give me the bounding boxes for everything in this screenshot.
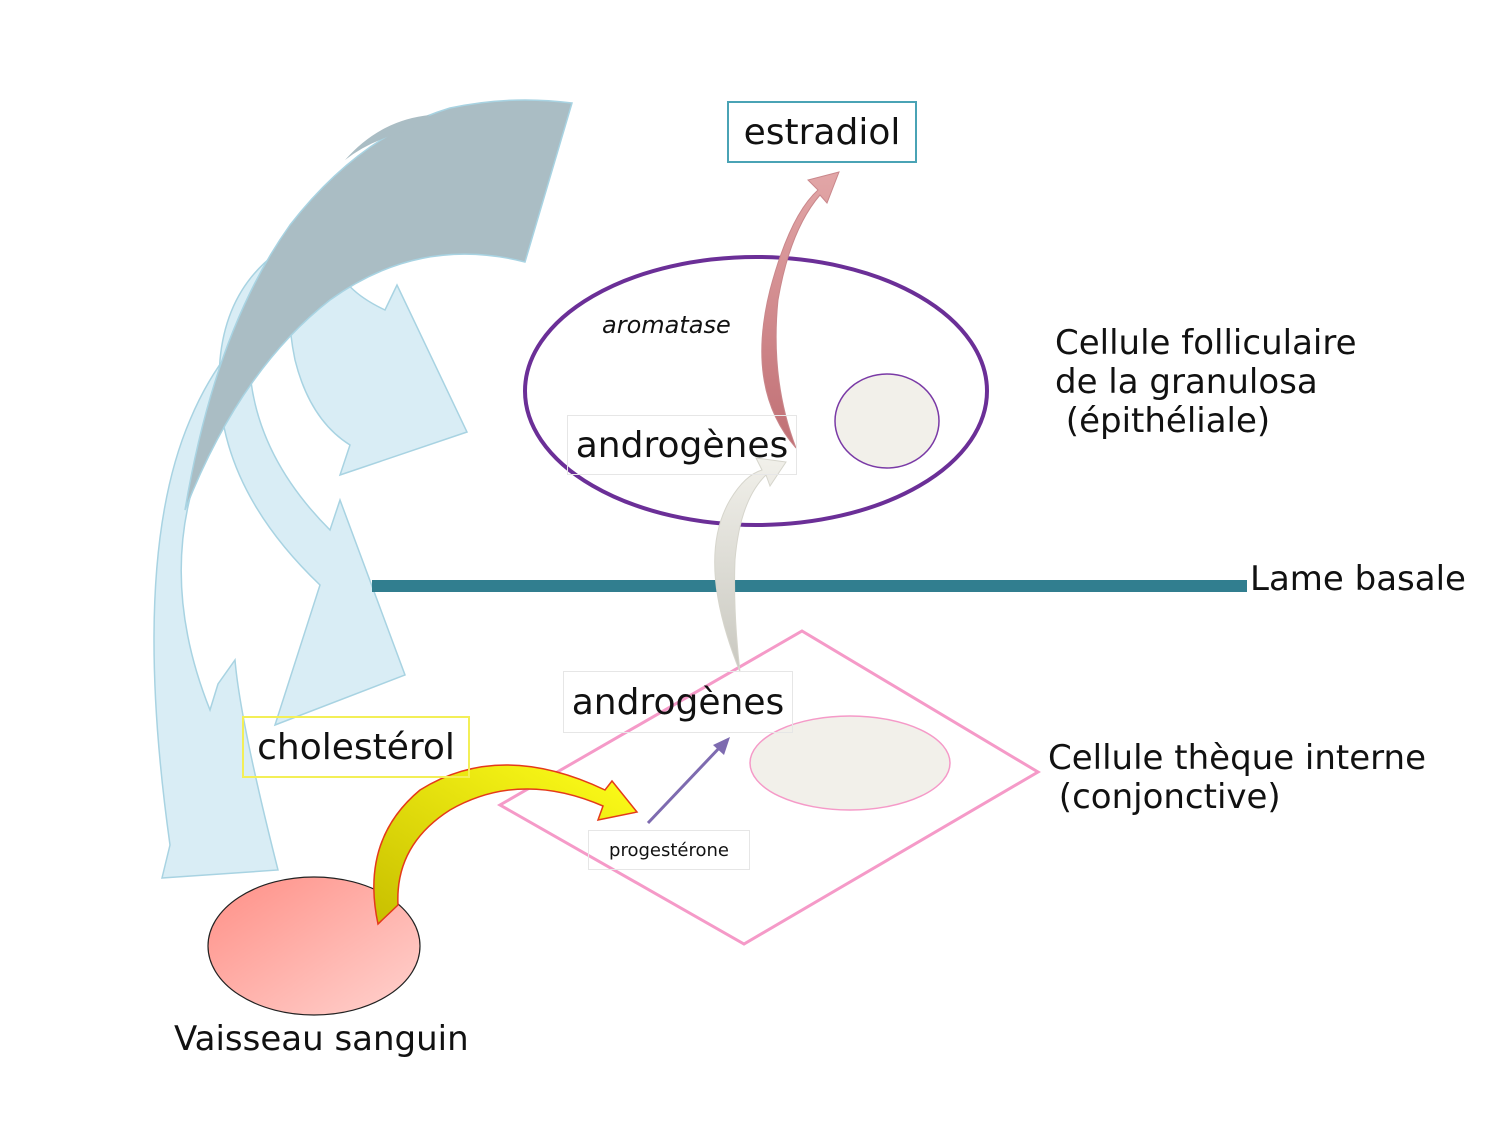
granulosa-label-line3: (épithéliale)	[1055, 401, 1271, 442]
estradiol-synthesis-arrow	[761, 171, 840, 449]
curved-arrow-top	[184, 99, 573, 511]
progesterone-box: progestérone	[588, 830, 750, 870]
cholesterol-uptake-arrow	[373, 764, 639, 926]
aromatase-label: aromatase	[602, 311, 731, 339]
granulosa-cell-label: Cellule folliculaire de la granulosa (ép…	[1055, 323, 1357, 442]
androgens-granulosa-label: androgènes	[575, 424, 789, 466]
cholesterol-box: cholestérol	[242, 716, 470, 778]
androgens-theca-label: androgènes	[571, 681, 785, 723]
androgen-transfer-arrow	[714, 457, 787, 673]
theca-nucleus	[749, 715, 951, 811]
androgens-theca-box: androgènes	[563, 671, 793, 733]
progesterone-arrow-line	[646, 743, 724, 825]
blood-vessel	[207, 876, 421, 1016]
theca-label-line2: (conjonctive)	[1048, 777, 1281, 818]
progesterone-label: progestérone	[609, 839, 729, 861]
progesterone-arrow-head	[713, 737, 730, 755]
granulosa-nucleus	[834, 373, 940, 469]
cholesterol-label: cholestérol	[257, 726, 455, 768]
granulosa-label-line2: de la granulosa	[1055, 362, 1318, 403]
theca-cell	[496, 629, 1041, 946]
granulosa-label-line1: Cellule folliculaire	[1055, 323, 1357, 363]
blood-vessel-label: Vaisseau sanguin	[174, 1019, 469, 1059]
estradiol-box: estradiol	[727, 101, 917, 163]
curved-arrow-top-head	[345, 115, 430, 160]
theca-label-line1: Cellule thèque interne	[1048, 738, 1427, 778]
basal-lamina-label: Lame basale	[1250, 559, 1466, 599]
theca-cell-label: Cellule thèque interne (conjonctive)	[1048, 738, 1427, 818]
estradiol-label: estradiol	[743, 111, 901, 153]
androgens-granulosa-box: androgènes	[567, 415, 797, 475]
